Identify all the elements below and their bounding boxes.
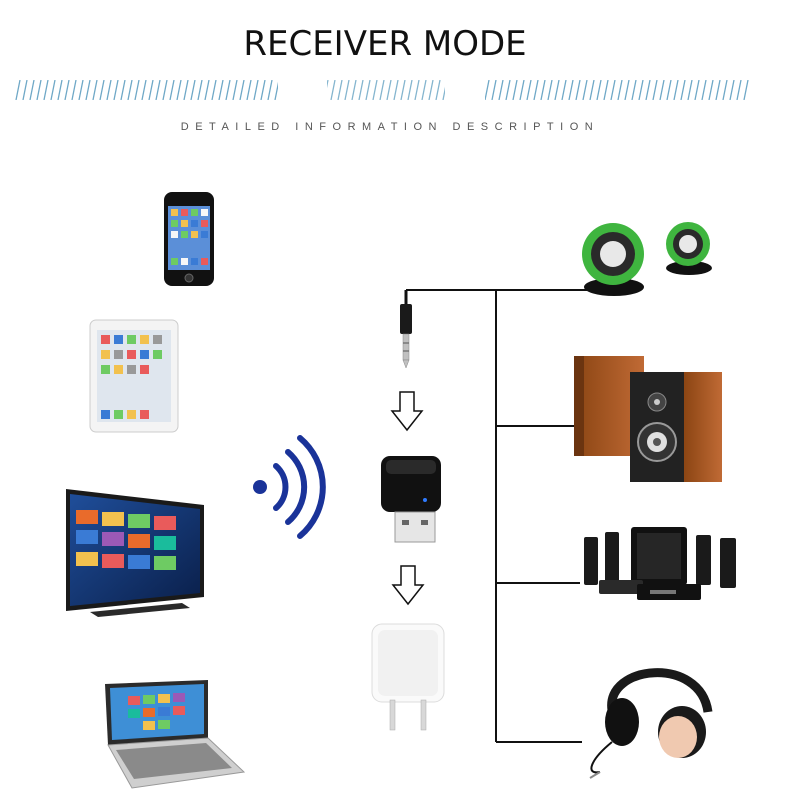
hatch-bar-left [15, 80, 278, 100]
smartphone-icon [164, 192, 214, 286]
usb-power-adapter-icon [371, 623, 445, 731]
laptop-icon [105, 680, 246, 789]
wireless-signal-icon [253, 435, 326, 539]
arrow-down-icon [391, 565, 425, 606]
bookshelf-speakers-icon [574, 356, 722, 482]
arrow-down-icon [390, 391, 424, 432]
connection-lines [495, 289, 588, 743]
desktop-speakers-icon [582, 222, 712, 296]
headphones-icon [589, 668, 713, 779]
page-subtitle: DETAILED INFORMATION DESCRIPTION [180, 121, 600, 133]
hatch-bar-center [327, 80, 445, 100]
home-theater-icon [584, 527, 736, 600]
bluetooth-receiver-icon [381, 456, 441, 543]
hatch-decoration [15, 80, 750, 100]
aux-plug-icon [400, 289, 496, 369]
smart-tv-icon [66, 489, 204, 617]
hatch-bar-right [485, 80, 750, 100]
page-title: RECEIVER MODE [243, 24, 527, 64]
tablet-icon [89, 319, 179, 433]
